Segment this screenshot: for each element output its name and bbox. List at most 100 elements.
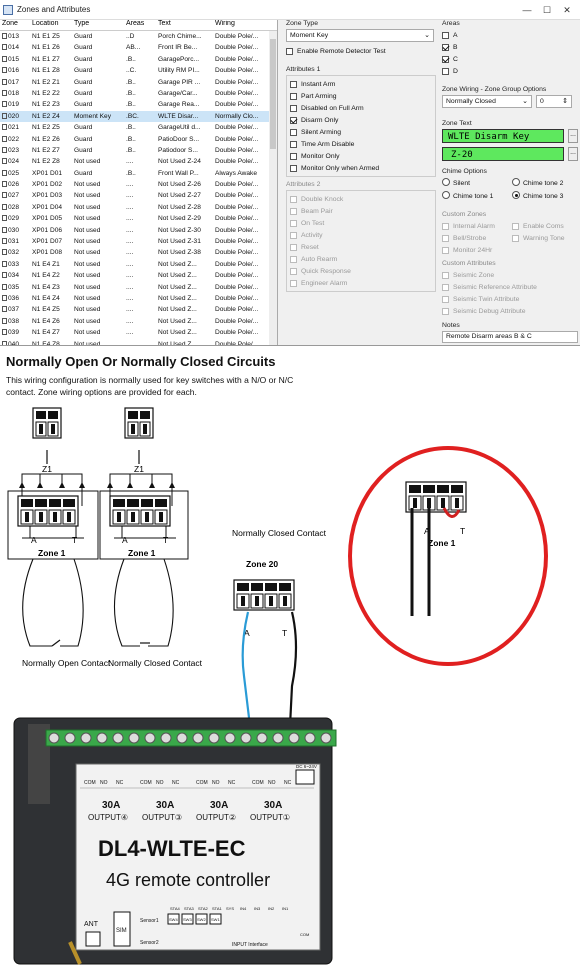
attribute1-checkbox[interactable]: Disarm Only	[290, 114, 432, 126]
attribute1-checkbox[interactable]: Instant Arm	[290, 78, 432, 90]
terminal-screw	[128, 732, 140, 744]
chime-tone2-radio[interactable]: Chime tone 2	[512, 178, 578, 187]
custom-zone-checkbox[interactable]: Bell/Strobe	[442, 232, 512, 244]
zone-text-line2-more-button[interactable]: ...	[568, 147, 578, 161]
notes-field[interactable]: Remote Disarm areas B & C	[442, 331, 578, 343]
cell-areas: .B..	[124, 77, 156, 88]
custom-zone-checkbox[interactable]: Monitor 24Hr	[442, 244, 512, 256]
custom-attribute-checkbox[interactable]: Seismic Twin Attribute	[442, 293, 578, 305]
custom-zone-checkbox[interactable]: Internal Alarm	[442, 220, 512, 232]
custom-zone-checkbox[interactable]: Enable Coms	[512, 220, 578, 232]
column-header-zone[interactable]: Zone	[2, 20, 18, 27]
cell-zone: 018	[0, 88, 30, 99]
zone-text-line2[interactable]: Z-20	[442, 147, 564, 161]
chime-tone3-radio[interactable]: Chime tone 3	[512, 191, 578, 200]
chime-tone1-radio[interactable]: Chime tone 1	[442, 191, 512, 200]
terminal-screw	[176, 732, 188, 744]
cell-wiring-text: Double Pole/...	[215, 329, 259, 337]
cell-areas-text: ....	[126, 215, 134, 223]
attribute2-checkbox[interactable]: Reset	[290, 241, 432, 253]
maximize-button[interactable]: ☐	[542, 4, 552, 15]
chime-silent-radio[interactable]: Silent	[442, 178, 512, 187]
custom-zone-checkbox[interactable]: Warning Tone	[512, 232, 578, 244]
chime-tone1-label: Chime tone 1	[453, 193, 494, 200]
cell-areas: .B..	[124, 54, 156, 65]
column-header-areas[interactable]: Areas	[126, 20, 145, 27]
cell-text-text: Not Used Z...	[158, 272, 197, 280]
zone-wiring-select[interactable]: Normally Closed⌄	[442, 95, 532, 108]
attribute1-checkbox[interactable]: Time Arm Disable	[290, 138, 432, 150]
cell-text: Not Used Z...	[156, 293, 213, 304]
cell-text: Not Used Z-29	[156, 213, 213, 224]
column-header-text[interactable]: Text	[158, 20, 171, 27]
column-header-wiring[interactable]: Wiring	[215, 20, 235, 27]
area-checkbox[interactable]: D	[442, 65, 578, 77]
attribute1-checkbox[interactable]: Monitor Only	[290, 150, 432, 162]
zone-text-line1-more-button[interactable]: ...	[568, 129, 578, 143]
attribute2-checkbox[interactable]: Engineer Alarm	[290, 277, 432, 289]
attribute2-checkbox[interactable]: Beam Pair	[290, 205, 432, 217]
cell-wiring-text: Double Pole/...	[215, 192, 259, 200]
zone-type-select[interactable]: Moment Key⌄	[286, 29, 434, 42]
attribute1-checkbox[interactable]: Monitor Only when Armed	[290, 162, 432, 174]
attribute1-checkbox[interactable]: Disabled on Full Arm	[290, 102, 432, 114]
grid-scrollbar[interactable]	[269, 31, 277, 345]
attribute2-checkbox[interactable]: On Test	[290, 217, 432, 229]
zones-grid[interactable]: Zone Location Type Areas Text Wiring 013…	[0, 20, 278, 345]
attribute1-checkbox[interactable]: Silent Arming	[290, 126, 432, 138]
custom-attribute-checkbox[interactable]: Seismic Zone	[442, 269, 578, 281]
area-checkbox[interactable]: C	[442, 53, 578, 65]
zone-group-stepper[interactable]: 0⇕	[536, 95, 572, 108]
minimize-button[interactable]: —	[522, 4, 532, 15]
remote-detector-checkbox[interactable]: Enable Remote Detector Test	[286, 45, 434, 57]
cell-text: Not Used Z-26	[156, 179, 213, 190]
attribute2-checkbox[interactable]: Quick Response	[290, 265, 432, 277]
custom-attribute-checkbox[interactable]: Seismic Debug Attribute	[442, 305, 578, 317]
zone-icon	[2, 89, 7, 96]
terminal-screw	[64, 732, 76, 744]
attribute2-checkbox[interactable]: Double Knock	[290, 193, 432, 205]
area-checkbox[interactable]: A	[442, 29, 578, 41]
zone-text-line1[interactable]: WLTE Disarm Key	[442, 129, 564, 143]
column-header-type[interactable]: Type	[74, 20, 90, 27]
attribute2-checkbox[interactable]: Activity	[290, 229, 432, 241]
attribute1-checkbox[interactable]: Part Arming	[290, 90, 432, 102]
close-button[interactable]: ✕	[563, 4, 571, 15]
zone-icon	[2, 329, 7, 336]
custom-attribute-checkbox[interactable]: Seismic Reference Attribute	[442, 281, 578, 293]
area-checkbox[interactable]: B	[442, 41, 578, 53]
column-header-location[interactable]: Location	[32, 20, 59, 27]
attribute2-checkbox[interactable]: Auto Rearm	[290, 253, 432, 265]
sta-label: STA4	[170, 906, 180, 911]
scrollbar-thumb[interactable]	[270, 39, 276, 149]
terminal-label: NC	[116, 780, 124, 786]
